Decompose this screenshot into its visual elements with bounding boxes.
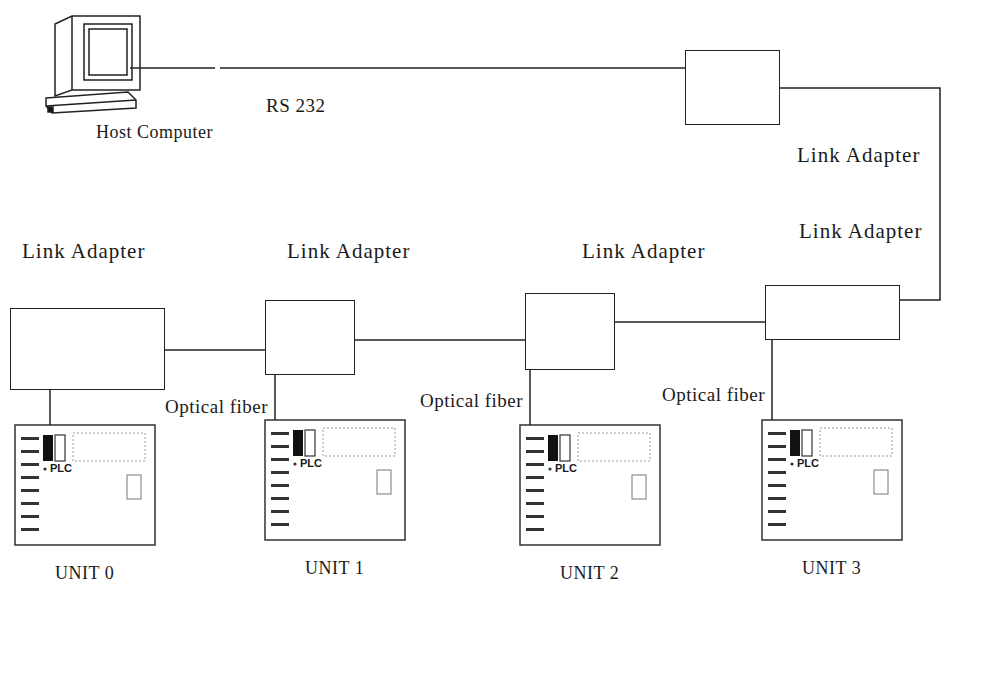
- plc-device: [520, 425, 660, 545]
- connector-line: [355, 339, 525, 341]
- unit-label: UNIT 2: [559, 563, 620, 584]
- connector-label: Optical fiber: [419, 390, 524, 412]
- adapter-label: Link Adapter: [581, 239, 706, 263]
- link-adapter: Link Adapter: [685, 50, 780, 125]
- link-adapter: Link Adapter: [10, 308, 165, 390]
- connector-line: [615, 321, 765, 323]
- screen-inner: [89, 29, 127, 75]
- device-label: PLC: [554, 462, 578, 475]
- host-computer: Host Computer: [40, 10, 220, 150]
- unit-label: UNIT 1: [304, 558, 365, 579]
- connector-line: [165, 349, 265, 351]
- link-adapter: Link Adapter: [265, 300, 355, 375]
- cable-line: [130, 67, 215, 69]
- adapter-label: Link Adapter: [286, 239, 411, 263]
- computer-base: [46, 92, 136, 113]
- plc-device: [762, 420, 902, 540]
- connector-line: [274, 375, 276, 420]
- connector-line: [49, 390, 51, 425]
- connector-line: [529, 370, 531, 425]
- monitor-screen: [84, 24, 132, 80]
- monitor-edge: [71, 16, 73, 90]
- link-adapter: Link Adapter: [765, 285, 900, 340]
- connector-label: Optical fiber: [661, 384, 766, 406]
- connector-label: RS 232: [265, 95, 327, 117]
- power-light: [48, 107, 53, 112]
- computer-illustration: [46, 16, 215, 113]
- device-label: PLC: [299, 457, 323, 470]
- base-edge: [46, 100, 136, 106]
- plc-unit: PLC UNIT 0: [15, 425, 155, 595]
- connector-label: Optical fiber: [164, 396, 269, 418]
- host-label: Host Computer: [95, 122, 214, 143]
- plc-device: [265, 420, 405, 540]
- adapter-label: Link Adapter: [21, 239, 146, 263]
- plc-device: [15, 425, 155, 545]
- plc-unit: PLC UNIT 2: [520, 425, 660, 595]
- connector-line: [780, 88, 940, 300]
- unit-label: UNIT 3: [801, 558, 862, 579]
- monitor-body: [55, 16, 140, 96]
- adapter-label: Link Adapter: [798, 219, 923, 243]
- unit-label: UNIT 0: [54, 563, 115, 584]
- plc-unit: PLC UNIT 1: [265, 420, 405, 590]
- adapter-label: Link Adapter: [796, 143, 921, 167]
- link-adapter: Link Adapter: [525, 293, 615, 370]
- connector-line: [220, 67, 685, 69]
- plc-unit: PLC UNIT 3: [762, 420, 902, 590]
- device-label: PLC: [796, 457, 820, 470]
- device-label: PLC: [49, 462, 73, 475]
- connector-line: [771, 340, 773, 420]
